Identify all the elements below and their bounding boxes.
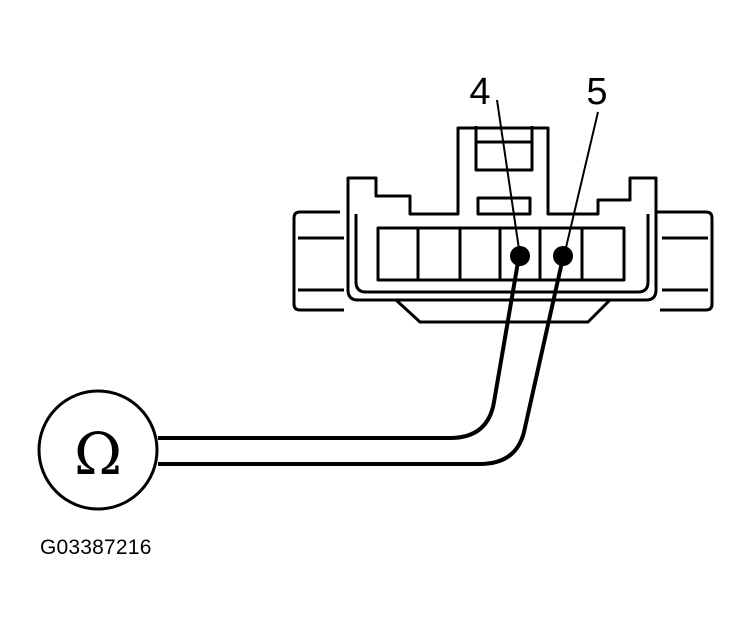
pin-4-leader <box>496 99 521 257</box>
ohmmeter-icon: Ω <box>74 420 122 488</box>
pin-4-probe <box>510 246 530 266</box>
pin-5-label: 5 <box>586 71 607 113</box>
terminal-row <box>376 226 626 282</box>
pin-5-leader <box>563 111 599 257</box>
pin-5-probe <box>553 246 573 266</box>
left-clip <box>292 210 344 312</box>
ohmmeter-circle <box>37 389 159 511</box>
pin-4-label: 4 <box>469 71 490 113</box>
right-clip <box>656 210 714 312</box>
test-lead-pin-5 <box>158 261 564 466</box>
figure-code: G03387216 <box>40 536 152 559</box>
test-lead-pin-4 <box>158 261 520 440</box>
connector-housing <box>346 126 658 324</box>
connector-latch <box>474 126 534 216</box>
